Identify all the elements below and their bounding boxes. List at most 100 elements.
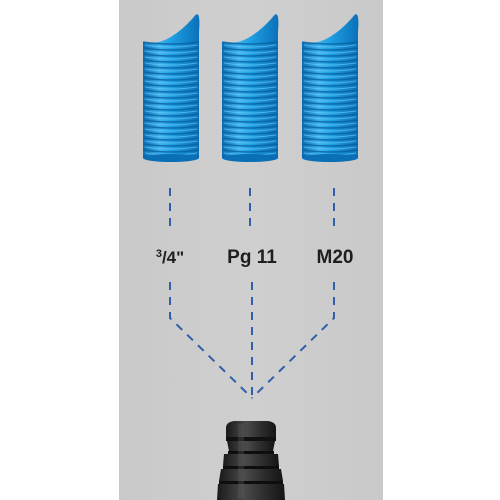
- conduit-rib-highlight: [144, 92, 198, 96]
- conduit-rib-highlight: [144, 128, 198, 132]
- conduit-rib-highlight: [303, 68, 357, 72]
- conduit-rib: [221, 65, 279, 69]
- conduit-rib: [142, 131, 200, 135]
- conduit-rib: [301, 95, 359, 99]
- conduit-rib-highlight: [223, 80, 277, 84]
- conduit-base: [222, 154, 278, 162]
- upper-dash-lines: [169, 188, 335, 232]
- conduit-rib: [142, 101, 200, 105]
- conduit-rib-highlight: [303, 140, 357, 144]
- conduit-rib-highlight: [303, 50, 357, 54]
- conduit-rib-highlight: [144, 74, 198, 78]
- conduit-rib: [142, 119, 200, 123]
- conduit-rib: [301, 113, 359, 117]
- conduit-rib-highlight: [144, 134, 198, 138]
- conduit-rib-highlight: [303, 86, 357, 90]
- conduit-rib: [221, 47, 279, 51]
- conduit-rib-highlight: [303, 98, 357, 102]
- conduit-rib: [142, 107, 200, 111]
- conduit-rib: [221, 131, 279, 135]
- conduit-rib-highlight: [303, 56, 357, 60]
- conduit-rib: [221, 137, 279, 141]
- conduit-rib-highlight: [303, 134, 357, 138]
- conduit-rib: [221, 107, 279, 111]
- conduit-rib: [142, 113, 200, 117]
- conduit-rib-highlight: [223, 146, 277, 150]
- conduit-rib-highlight: [223, 98, 277, 102]
- conduit-rib: [221, 113, 279, 117]
- conduit-rib-highlight: [223, 92, 277, 96]
- conduit-rib-highlight: [144, 110, 198, 114]
- conduit-rib-highlight: [223, 86, 277, 90]
- conduit-rib-highlight: [144, 146, 198, 150]
- conduit-rib: [221, 95, 279, 99]
- conduit-rib-highlight: [144, 140, 198, 144]
- conduit-rib: [221, 71, 279, 75]
- lower-dash-lines: [169, 282, 335, 399]
- conduit-rib: [301, 149, 359, 153]
- conduit-rib: [221, 101, 279, 105]
- conduit-rib-highlight: [303, 116, 357, 120]
- conduit-rib-highlight: [144, 116, 198, 120]
- conduit-rib: [301, 47, 359, 51]
- conduit-rib: [301, 65, 359, 69]
- conduit-rib: [142, 143, 200, 147]
- conduit-rib-highlight: [223, 104, 277, 108]
- label-m20: M20: [317, 247, 354, 268]
- conduit-rib-highlight: [144, 50, 198, 54]
- conduit-rib: [221, 149, 279, 153]
- conduit-rib: [221, 119, 279, 123]
- conduit-rib: [221, 89, 279, 93]
- conduit-rib-highlight: [303, 104, 357, 108]
- conduit-rib: [142, 83, 200, 87]
- conduit-rib: [301, 137, 359, 141]
- conduit-rib: [142, 71, 200, 75]
- conduit-rib: [221, 59, 279, 63]
- conduit-rib: [301, 53, 359, 57]
- conduit-middle-icon: [221, 14, 279, 162]
- conduit-rib: [142, 95, 200, 99]
- conduit-rib-highlight: [223, 56, 277, 60]
- conduit-rib: [301, 59, 359, 63]
- conduit-rib-highlight: [223, 116, 277, 120]
- conduit-rib: [301, 101, 359, 105]
- conduit-rib: [142, 125, 200, 129]
- conduit-rib-highlight: [144, 104, 198, 108]
- conduit-rib: [142, 65, 200, 69]
- conduit-rib-highlight: [223, 140, 277, 144]
- conduit-rib: [301, 107, 359, 111]
- conduit-rib: [142, 77, 200, 81]
- conduit-rib: [301, 83, 359, 87]
- conduit-right-icon: [301, 14, 359, 162]
- conduit-rib-highlight: [144, 122, 198, 126]
- conduit-rib-highlight: [303, 80, 357, 84]
- conduit-rib-highlight: [144, 44, 198, 48]
- conduit-rib: [221, 77, 279, 81]
- conduit-rib-highlight: [223, 62, 277, 66]
- conduit-rib: [142, 89, 200, 93]
- conduit-rib-highlight: [144, 98, 198, 102]
- conduit-rib: [301, 41, 359, 45]
- label-pg11: Pg 11: [227, 247, 277, 268]
- conduit-rib: [221, 125, 279, 129]
- conduit-rib-highlight: [223, 110, 277, 114]
- conduit-left-icon: [142, 14, 200, 162]
- conduit-rib: [301, 119, 359, 123]
- cable-gland-fitting-icon: [217, 421, 285, 500]
- conduit-rib-highlight: [303, 44, 357, 48]
- conduit-base: [302, 154, 358, 162]
- dash-line-right-lower: [251, 282, 335, 399]
- conduit-base: [143, 154, 199, 162]
- conduit-rib: [221, 143, 279, 147]
- conduit-rib-highlight: [303, 92, 357, 96]
- conduit-rib-highlight: [223, 68, 277, 72]
- conduit-rib-highlight: [223, 134, 277, 138]
- conduit-rib-highlight: [303, 62, 357, 66]
- conduit-rib-highlight: [223, 122, 277, 126]
- conduit-rib-highlight: [223, 128, 277, 132]
- conduit-rib-highlight: [303, 74, 357, 78]
- conduit-rib: [142, 47, 200, 51]
- conduit-rib: [301, 125, 359, 129]
